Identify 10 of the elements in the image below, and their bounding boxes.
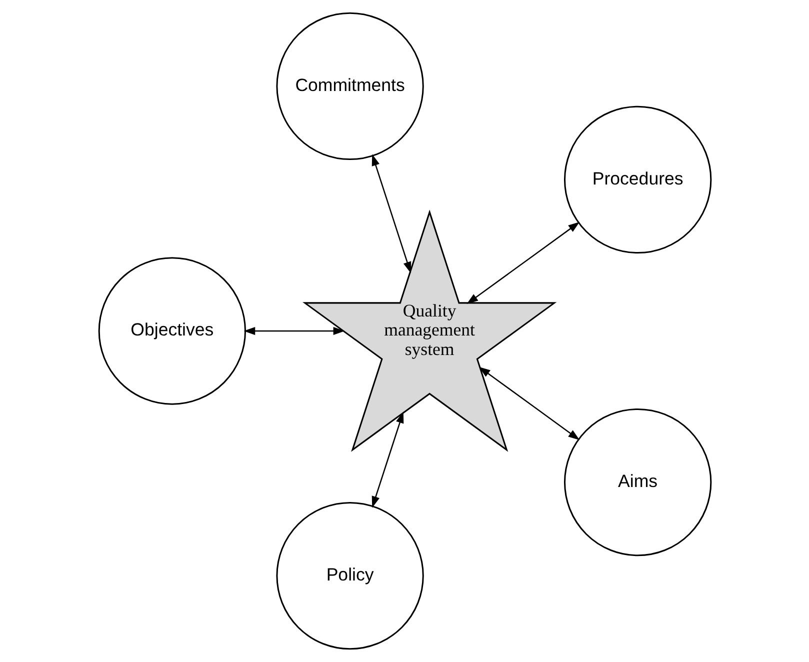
- node-circle: Aims: [563, 408, 712, 556]
- arrow: [371, 412, 404, 508]
- node-circle: Procedures: [563, 106, 712, 254]
- arrow: [478, 366, 580, 440]
- arrow: [371, 154, 411, 274]
- arrow: [243, 326, 344, 336]
- node-circle: Objectives: [98, 257, 246, 405]
- arrow: [466, 222, 580, 304]
- node-circle: Policy: [276, 502, 424, 650]
- node-circle: Commitments: [276, 12, 424, 160]
